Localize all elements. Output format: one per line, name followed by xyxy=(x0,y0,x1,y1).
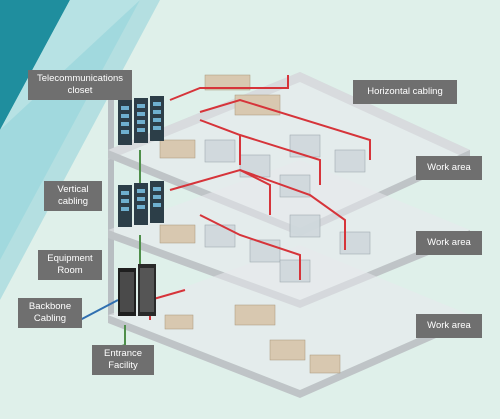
floor-1-top xyxy=(108,245,470,390)
equipment-room-label: Equipment Room xyxy=(38,250,102,280)
equipment-room-cabinets xyxy=(118,264,156,316)
entrance-cable-line xyxy=(79,299,119,321)
entrance-facility-label: Entrance Facility xyxy=(92,345,154,375)
backbone-cabling-label: Backbone Cabling xyxy=(18,298,82,328)
horizontal-cabling-label: Horizontal cabling xyxy=(353,80,457,104)
horizontal-cabling-lines xyxy=(149,75,371,320)
floor-2-top xyxy=(108,160,470,300)
work-area-label-1: Work area xyxy=(416,156,482,180)
work-area-label-3: Work area xyxy=(416,314,482,338)
floor-2-racks xyxy=(118,181,164,227)
building-core-wall xyxy=(108,95,114,315)
work-area-cubicles xyxy=(204,134,371,283)
work-area-label-2: Work area xyxy=(416,231,482,255)
office-furniture xyxy=(159,74,341,374)
vertical-cabling-label: Vertical cabling xyxy=(44,181,102,211)
telecom-closet-racks xyxy=(118,96,164,145)
telecommunications-closet-label: Telecommunications closet xyxy=(28,70,132,100)
